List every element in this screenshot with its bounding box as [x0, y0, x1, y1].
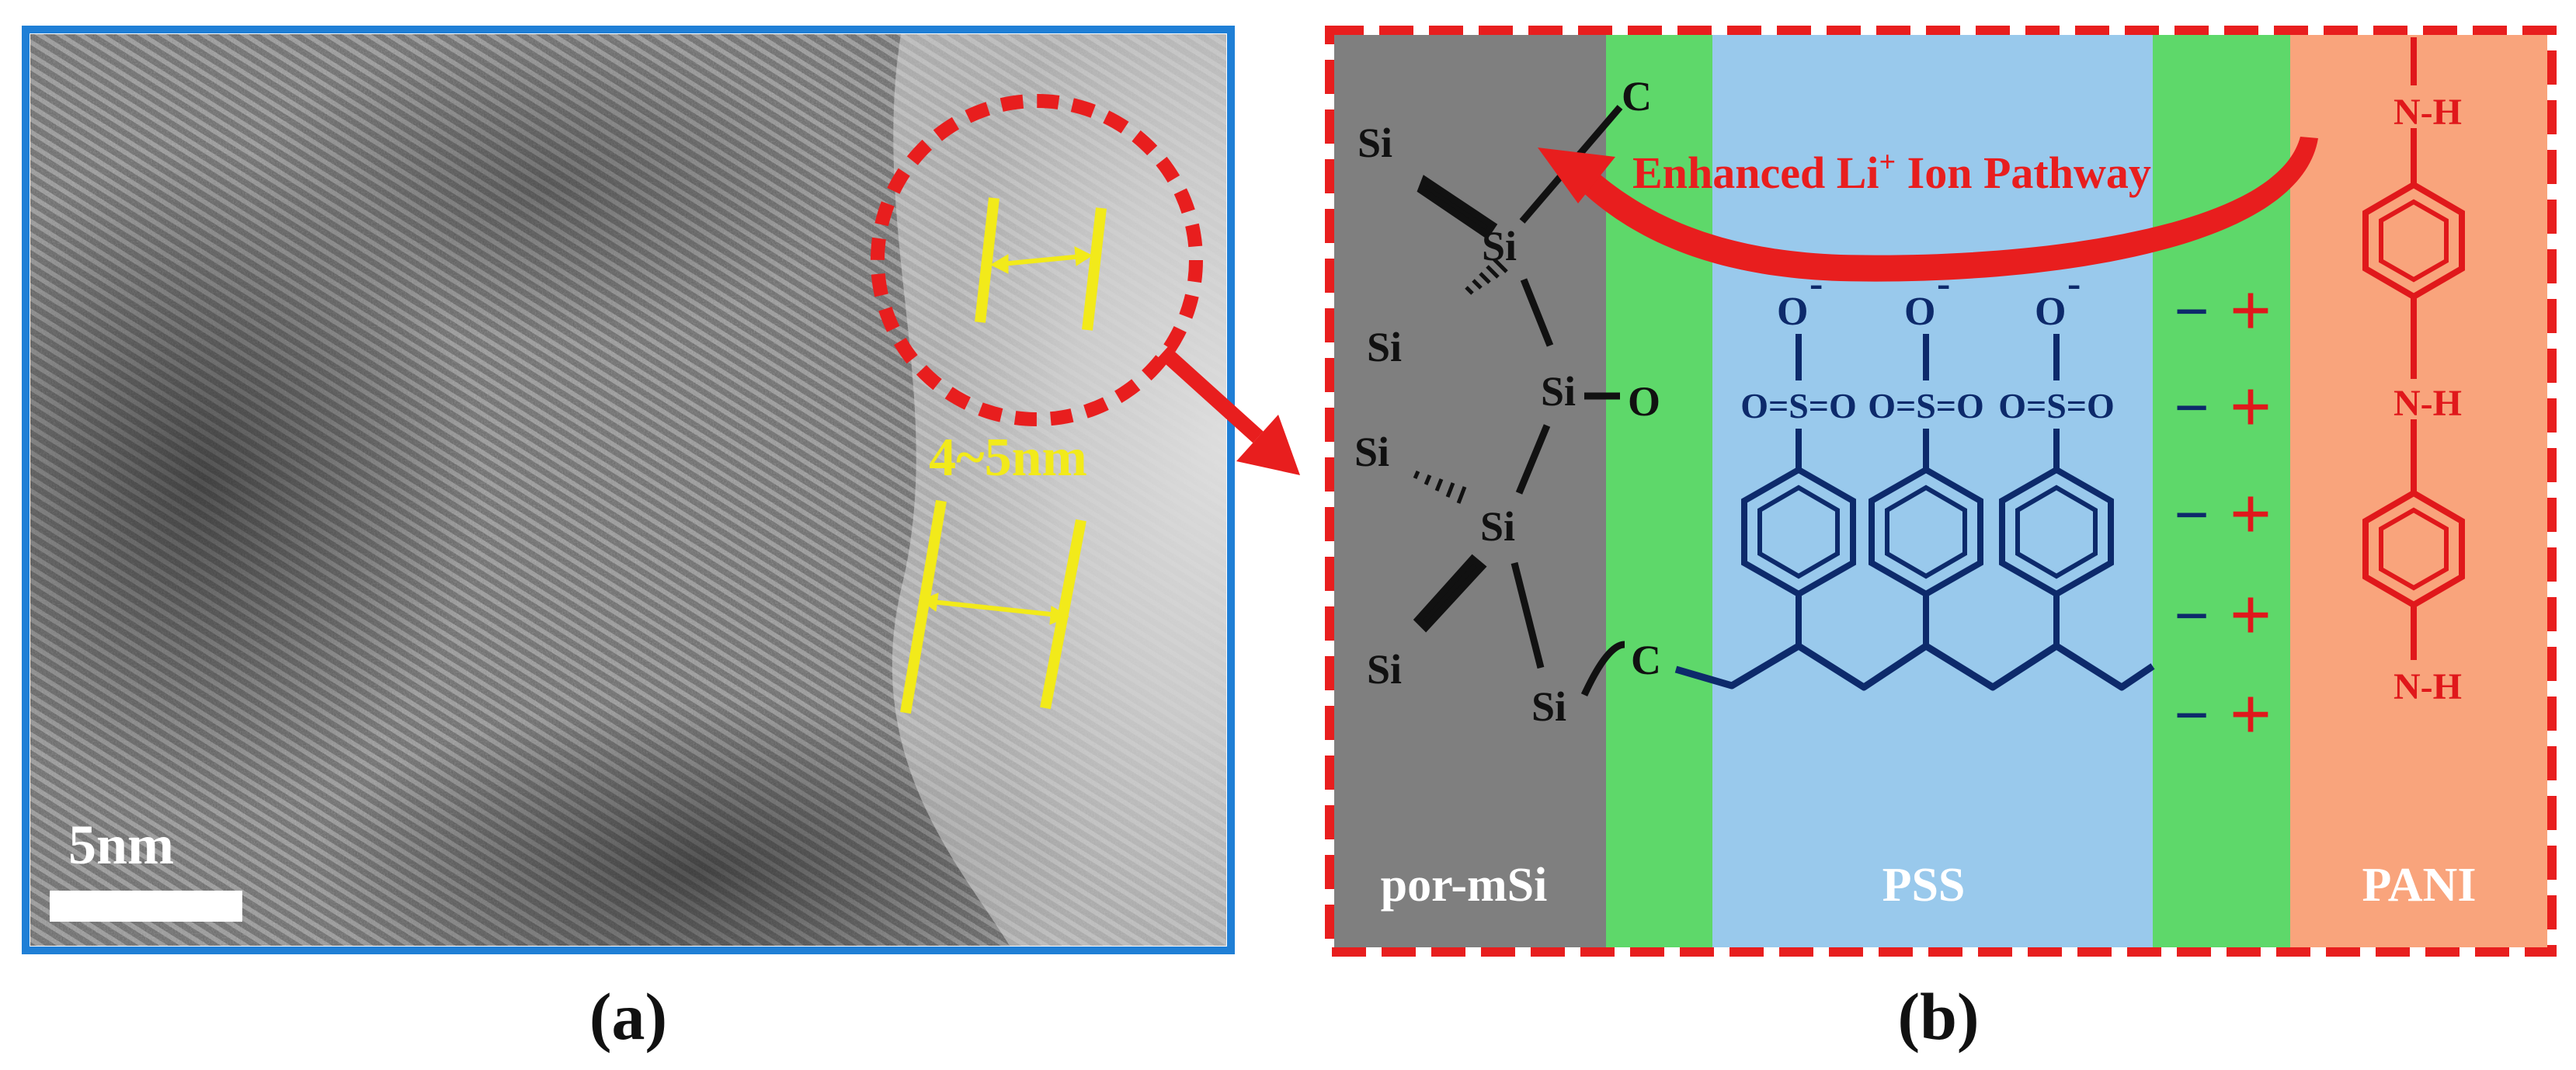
thickness-marker-lower — [900, 499, 1086, 714]
svg-text:O=S=O: O=S=O — [1868, 386, 1984, 426]
region-label-pani: PANI — [2362, 859, 2477, 912]
svg-text:−: − — [2174, 481, 2209, 550]
tem-image — [30, 34, 1226, 946]
atom-si-5: Si — [1354, 429, 1389, 475]
region-pani — [2290, 35, 2547, 947]
pani-labels: N-H N-H N-H — [2393, 92, 2462, 707]
silicon-labels: Si Si Si Si Si Si Si Si C O C — [1354, 73, 1661, 730]
atom-c-top: C — [1622, 73, 1652, 120]
thickness-label: 4~5nm — [929, 428, 1087, 488]
pathway-arrow: Enhanced Li+ Ion Pathway — [1538, 137, 2318, 282]
region-label-pss: PSS — [1882, 859, 1966, 912]
scale-bar-label: 5nm — [68, 814, 174, 876]
svg-text:+: + — [2230, 672, 2272, 756]
svg-text:O: O — [2035, 290, 2066, 334]
charge-pairs: − + − + − + − + − + — [2174, 269, 2272, 756]
svg-text:O=S=O: O=S=O — [1740, 386, 1857, 426]
scale-bar — [50, 891, 242, 922]
panel-b-caption: (b) — [1897, 979, 1979, 1054]
panel-b-border — [1325, 26, 2557, 957]
svg-text:-: - — [2067, 262, 2081, 306]
atom-si-4: Si — [1541, 368, 1576, 415]
atom-c-bottom: C — [1631, 637, 1661, 683]
atom-si-7: Si — [1367, 646, 1402, 693]
atom-si-2: Si — [1482, 223, 1517, 269]
region-interface-left — [1606, 35, 1712, 947]
atom-si-6: Si — [1480, 503, 1515, 550]
region-label-por-msi: por-mSi — [1381, 859, 1548, 912]
zoom-arrow — [1158, 346, 1300, 475]
sulfonate-group-2: O - O=S=O — [1868, 262, 1984, 646]
svg-text:+: + — [2230, 269, 2272, 352]
charge-pair-4: − + — [2174, 573, 2272, 656]
panel-a-border — [22, 26, 1235, 954]
svg-text:+: + — [2230, 472, 2272, 555]
amine-1: N-H — [2393, 92, 2462, 133]
svg-text:O: O — [1777, 290, 1808, 334]
panel-b: por-mSi PSS PANI — [1325, 26, 2557, 1054]
svg-text:O: O — [1904, 290, 1935, 334]
panel-a-caption: (a) — [589, 979, 667, 1054]
charge-pair-5: − + — [2174, 672, 2272, 756]
charge-pair-3: − + — [2174, 472, 2272, 555]
sulfonate-group-3: O - O=S=O — [1998, 262, 2115, 646]
charge-pair-1: − + — [2174, 269, 2272, 352]
highlight-circle — [871, 94, 1203, 426]
svg-text:+: + — [2230, 365, 2272, 448]
svg-text:O=S=O: O=S=O — [1998, 386, 2115, 426]
panel-a: 4~5nm 5nm (a) — [22, 26, 1300, 1054]
thickness-marker-upper — [975, 197, 1107, 331]
pani-chain — [2362, 37, 2465, 660]
amine-2: N-H — [2393, 383, 2462, 424]
svg-text:−: − — [2174, 374, 2209, 443]
sulfonate-group-1: O - O=S=O — [1740, 262, 1857, 646]
amine-3: N-H — [2393, 666, 2462, 707]
atom-o: O — [1628, 378, 1660, 425]
atom-si-8: Si — [1531, 683, 1566, 730]
pathway-label: Enhanced Li+ Ion Pathway — [1632, 146, 2151, 198]
svg-text:+: + — [2230, 573, 2272, 656]
atom-si-1: Si — [1358, 120, 1392, 166]
svg-text:−: − — [2174, 682, 2209, 750]
svg-text:−: − — [2174, 278, 2209, 346]
atom-si-3: Si — [1367, 324, 1402, 370]
svg-text:−: − — [2174, 582, 2209, 651]
region-por-msi — [1334, 35, 1606, 947]
charge-pair-2: − + — [2174, 365, 2272, 448]
